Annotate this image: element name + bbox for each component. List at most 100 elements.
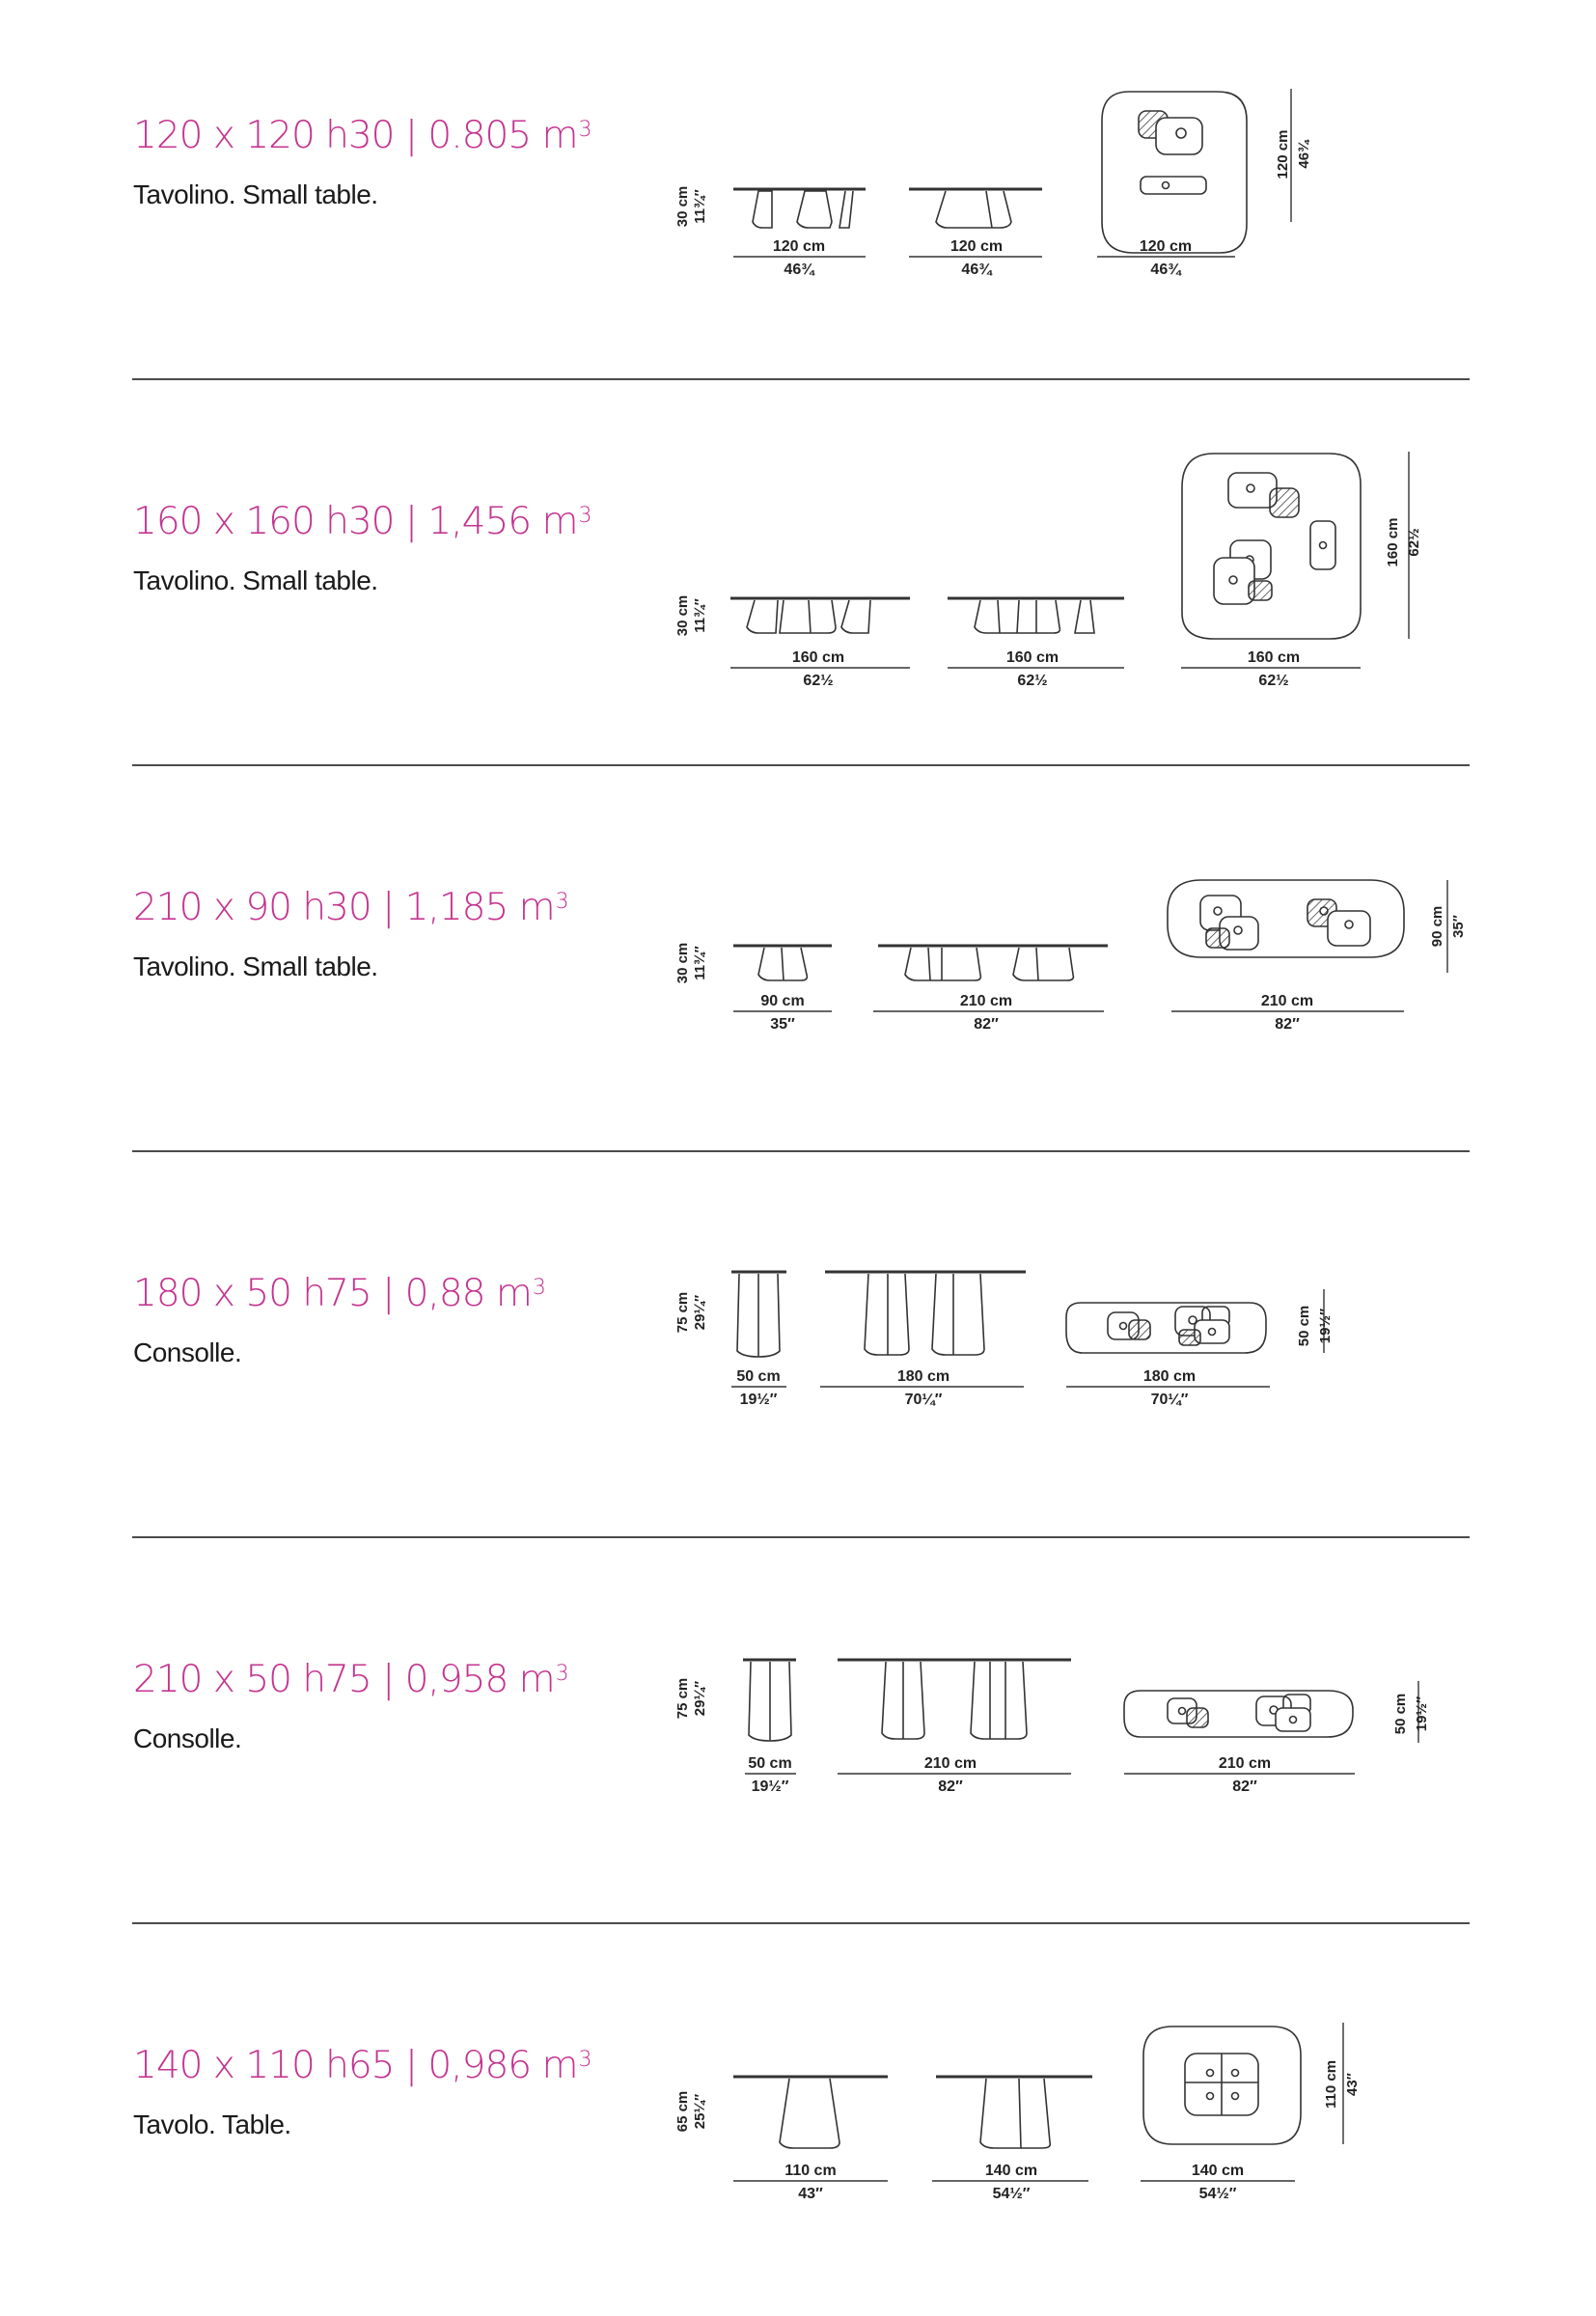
plan-view-drawing: [1142, 2026, 1302, 2145]
technical-drawings: 75 cm 29¼″ 50 cm 19½″ 180 cm 70¼″ 180 cm…: [674, 1270, 1334, 1408]
svg-text:120 cm: 120 cm: [950, 238, 1003, 255]
width-dimension-front: 90 cm 35″: [733, 993, 832, 1033]
width-dimension-front: 50 cm 19½″: [731, 1368, 786, 1408]
svg-text:210 cm: 210 cm: [1219, 1755, 1271, 1772]
product-section-6: 140 x 110 h65 | 0,986 m3 Tavolo. Table.: [0, 1930, 1596, 2316]
svg-text:75 cm: 75 cm: [674, 1292, 691, 1334]
height-dimension: 30 cm 11¾″: [674, 943, 708, 984]
technical-drawings: 30 cm 11¾″ 160 cm 62½ 160 cm 62½ 160 cm …: [674, 452, 1422, 689]
side-view-drawing: [909, 187, 1042, 229]
depth-dimension: 110 cm 43″: [1323, 2023, 1361, 2144]
svg-text:70¼″: 70¼″: [1151, 1392, 1189, 1408]
height-dimension: 75 cm 29¼″: [674, 1678, 708, 1720]
svg-text:19½″: 19½″: [740, 1392, 778, 1408]
width-dimension-side: 160 cm 62½: [948, 649, 1124, 689]
product-description: Tavolino. Small table.: [133, 179, 378, 209]
svg-text:110 cm: 110 cm: [1323, 2060, 1339, 2109]
svg-text:29¼″: 29¼″: [692, 1295, 708, 1330]
product-size-heading: 140 x 110 h65 | 0,986 m3: [133, 2044, 592, 2087]
svg-text:120 cm: 120 cm: [1140, 238, 1192, 255]
svg-text:180 cm: 180 cm: [1143, 1368, 1196, 1385]
svg-text:62½: 62½: [1406, 528, 1422, 556]
product-size-heading: 210 x 90 h30 | 1,185 m3: [133, 886, 569, 929]
svg-text:180 cm: 180 cm: [897, 1368, 949, 1385]
svg-text:11¾″: 11¾″: [692, 598, 708, 633]
product-size-heading: 160 x 160 h30 | 1,456 m3: [133, 500, 592, 543]
svg-text:35″: 35″: [1450, 915, 1467, 938]
svg-text:120 cm: 120 cm: [773, 238, 825, 255]
svg-text:11¾″: 11¾″: [692, 189, 708, 224]
product-description: Consolle.: [133, 1337, 242, 1367]
product-section-2: 160 x 160 h30 | 1,456 m3 Tavolino. Small…: [0, 386, 1596, 772]
technical-drawings: 65 cm 25¼″ 110 cm 43″ 140 cm 54½″ 140 cm…: [674, 2023, 1361, 2202]
section-divider: [132, 1922, 1470, 1924]
svg-text:160 cm: 160 cm: [792, 649, 844, 666]
technical-drawings: 75 cm 29¼″ 50 cm 19½″ 210 cm 82″ 210 cm …: [674, 1658, 1430, 1795]
svg-text:65 cm: 65 cm: [674, 2091, 691, 2133]
width-dimension-side: 120 cm 46¾: [909, 238, 1042, 278]
width-dimension-side: 180 cm 70¼″: [820, 1368, 1024, 1408]
depth-dimension: 50 cm 19½″: [1296, 1289, 1334, 1353]
product-section-4: 180 x 50 h75 | 0,88 m3 Consolle.: [0, 1158, 1596, 1544]
svg-text:82″: 82″: [974, 1016, 999, 1033]
svg-text:50 cm: 50 cm: [748, 1755, 791, 1772]
svg-text:62½: 62½: [1258, 673, 1288, 689]
technical-drawings: 30 cm 11¾″ 90 cm 35″ 210 cm 82″ 210 cm 8…: [674, 879, 1467, 1033]
svg-text:54½″: 54½″: [993, 2186, 1031, 2202]
front-view-drawing: [743, 1658, 796, 1742]
svg-text:19½″: 19½″: [752, 1778, 789, 1795]
svg-text:19½″: 19½″: [1317, 1309, 1334, 1343]
svg-text:19½″: 19½″: [1414, 1696, 1430, 1731]
front-view-drawing: [731, 1270, 786, 1358]
height-dimension: 65 cm 25¼″: [674, 2091, 708, 2133]
depth-dimension: 90 cm 35″: [1429, 880, 1467, 973]
product-size-heading: 210 x 50 h75 | 0,958 m3: [133, 1658, 569, 1701]
side-view-drawing: [948, 596, 1124, 634]
svg-text:75 cm: 75 cm: [674, 1678, 691, 1720]
side-view-drawing: [878, 944, 1108, 981]
svg-text:35″: 35″: [770, 1016, 795, 1033]
product-description: Tavolo. Table.: [133, 2109, 291, 2139]
svg-text:54½″: 54½″: [1199, 2186, 1237, 2202]
svg-text:70¼″: 70¼″: [905, 1392, 943, 1408]
plan-view-drawing: [1181, 453, 1362, 640]
product-description: Tavolino. Small table.: [133, 565, 378, 595]
svg-text:11¾″: 11¾″: [692, 946, 708, 980]
width-dimension-plan: 160 cm 62½: [1181, 649, 1361, 689]
width-dimension-plan: 140 cm 54½″: [1141, 2163, 1295, 2202]
height-dimension: 30 cm 11¾″: [674, 186, 708, 228]
svg-text:43″: 43″: [1344, 2073, 1361, 2096]
technical-drawings: 30 cm 11¾″ 120 cm 46¾ 120 cm 46¾ 120 cm …: [674, 89, 1312, 278]
svg-text:46¾: 46¾: [1296, 139, 1312, 169]
svg-text:82″: 82″: [938, 1778, 963, 1795]
section-divider: [132, 764, 1470, 766]
front-view-drawing: [733, 187, 866, 229]
svg-text:140 cm: 140 cm: [985, 2163, 1037, 2179]
product-section-1: 120 x 120 h30 | 0.805 m3 Tavolino. Small…: [0, 0, 1596, 386]
front-view-drawing: [733, 944, 832, 981]
svg-text:90 cm: 90 cm: [1429, 906, 1445, 948]
front-view-drawing: [730, 596, 910, 634]
svg-text:210 cm: 210 cm: [960, 993, 1012, 1009]
svg-text:62½: 62½: [1017, 673, 1047, 689]
depth-dimension: 50 cm 19½″: [1392, 1681, 1430, 1743]
svg-text:46¾: 46¾: [1150, 262, 1182, 278]
depth-dimension: 160 cm 62½: [1385, 452, 1422, 639]
svg-text:140 cm: 140 cm: [1192, 2163, 1244, 2179]
width-dimension-plan: 180 cm 70¼″: [1066, 1368, 1270, 1408]
product-section-3: 210 x 90 h30 | 1,185 m3 Tavolino. Small …: [0, 772, 1596, 1158]
width-dimension-side: 210 cm 82″: [873, 993, 1104, 1033]
svg-text:50 cm: 50 cm: [1296, 1306, 1312, 1347]
width-dimension-plan: 120 cm 46¾: [1097, 238, 1235, 278]
svg-text:160 cm: 160 cm: [1385, 518, 1401, 567]
svg-text:50 cm: 50 cm: [1392, 1694, 1409, 1735]
front-view-drawing: [733, 2075, 888, 2149]
depth-dimension: 120 cm 46¾: [1275, 89, 1312, 222]
height-dimension: 75 cm 29¼″: [674, 1292, 708, 1334]
plan-view-drawing: [1101, 91, 1248, 254]
svg-text:210 cm: 210 cm: [1261, 993, 1313, 1009]
plan-view-drawing: [1123, 1690, 1354, 1738]
product-section-5: 210 x 50 h75 | 0,958 m3 Consolle.: [0, 1544, 1596, 1930]
plan-view-drawing: [1065, 1302, 1267, 1354]
product-size-heading: 180 x 50 h75 | 0,88 m3: [133, 1272, 546, 1315]
